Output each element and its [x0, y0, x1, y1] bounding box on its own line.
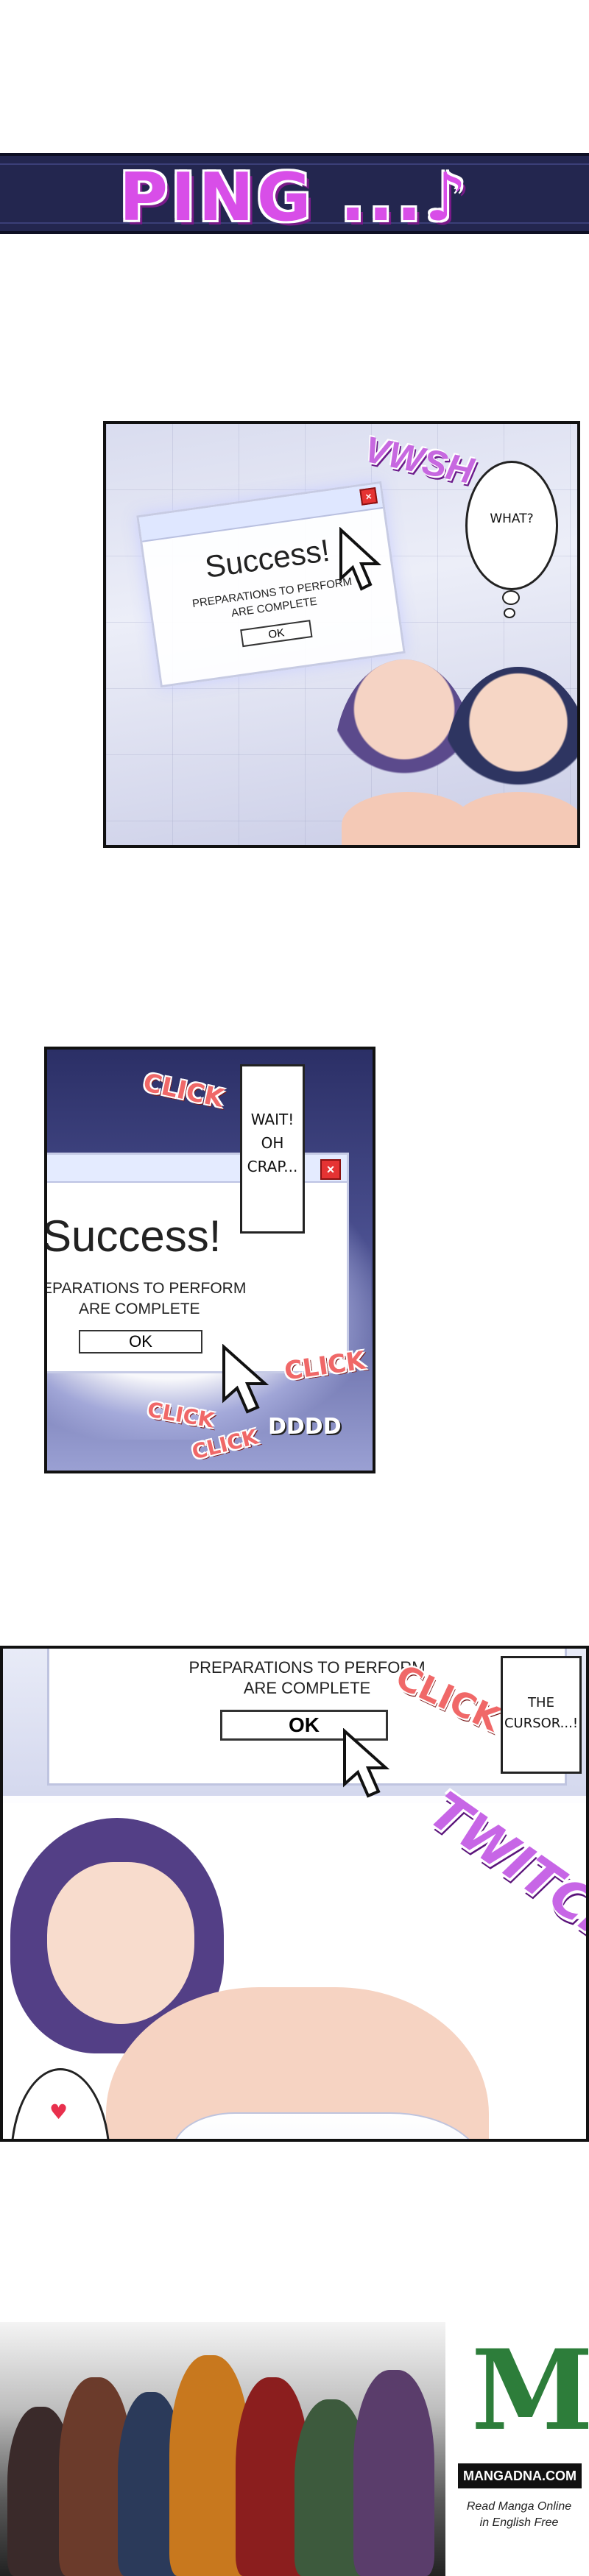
speech-text: OH [261, 1134, 284, 1152]
close-icon[interactable]: × [320, 1159, 341, 1180]
character-face [47, 1862, 194, 2024]
speech-text: WHAT? [490, 512, 534, 526]
speech-text: CURSOR...! [504, 1716, 579, 1731]
banner-stripe [0, 163, 589, 165]
dialog-title: Success! [44, 1211, 222, 1261]
speech-bubble: AHHH! ♥ ♥ [10, 2068, 110, 2139]
success-dialog: × Success! EPARATIONS TO PERFORM ARE COM… [44, 1153, 349, 1373]
comic-panel-3: PREPARATIONS TO PERFORM ARE COMPLETE OK … [0, 1646, 589, 2142]
thought-dot [502, 590, 520, 605]
speech-text: CRAP... [247, 1158, 298, 1175]
ad-artwork[interactable] [0, 2322, 445, 2576]
close-icon[interactable]: × [359, 486, 378, 506]
speech-text: THE [528, 1695, 554, 1710]
speech-text: AHHH! [12, 2136, 110, 2139]
character-shoulder [452, 792, 577, 845]
banner-title: PING ...♪ [119, 159, 470, 236]
comic-panel-2: × Success! EPARATIONS TO PERFORM ARE COM… [44, 1047, 375, 1473]
title-banner: PING ...♪ [0, 153, 589, 236]
ad-character [353, 2370, 434, 2576]
ok-button[interactable]: OK [240, 620, 313, 648]
dialog-message-line2: ARE COMPLETE [243, 1679, 371, 1697]
cursor-icon [339, 527, 382, 591]
site-name[interactable]: MANGADNA.COM [458, 2463, 582, 2488]
scene-area: AHHH! ♥ ♥ [3, 1803, 586, 2139]
speech-bubble: WAIT! OH CRAP... [240, 1064, 305, 1234]
speech-text: WAIT! [250, 1111, 294, 1128]
sfx-click: CLICK [141, 1067, 227, 1114]
cursor-icon [343, 1728, 390, 1798]
banner-stripe [0, 222, 589, 224]
comic-panel-1: × Success! PREPARATIONS TO PERFORM ARE C… [103, 421, 580, 848]
ad-banner[interactable]: M MANGADNA.COM Read Manga Online in Engl… [0, 2322, 589, 2576]
cursor-icon [222, 1344, 269, 1414]
speech-bubble: THE CURSOR...! [501, 1656, 582, 1774]
dialog-message-line1: PREPARATIONS TO PERFORM [188, 1658, 426, 1677]
site-tagline: Read Manga Online [466, 2500, 572, 2513]
heart-icon: ♥ [49, 2100, 68, 2124]
ok-button[interactable]: OK [220, 1710, 388, 1741]
sfx-tremble: DDDD [268, 1414, 342, 1440]
dialog-message-line1: EPARATIONS TO PERFORM [44, 1280, 247, 1297]
thought-dot [504, 608, 515, 618]
ok-button[interactable]: OK [79, 1330, 202, 1354]
site-logo[interactable]: M [471, 2326, 589, 2455]
dialog-message-line2: ARE COMPLETE [79, 1301, 200, 1317]
speech-bubble: WHAT? [465, 461, 558, 590]
site-tagline: in English Free [479, 2516, 559, 2529]
